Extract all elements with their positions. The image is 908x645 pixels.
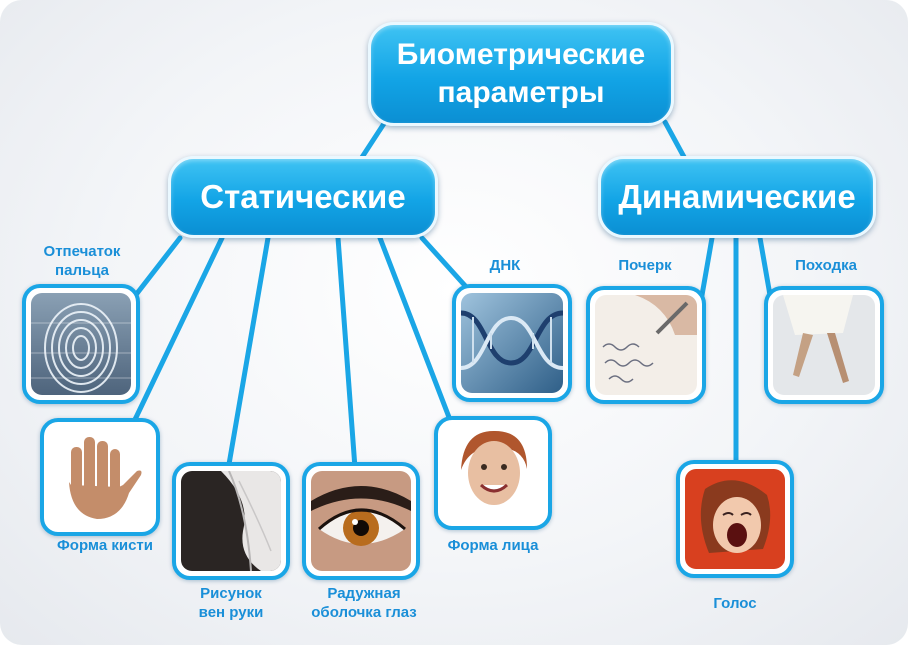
vein-pattern-icon xyxy=(181,471,281,571)
veins-label: Рисунок вен руки xyxy=(172,584,290,622)
link-static-veins xyxy=(225,235,271,473)
dna-tile xyxy=(452,284,572,402)
hand-label: Форма кисти xyxy=(57,537,153,554)
hand-tile xyxy=(40,418,160,536)
iris-label-line2: оболочка глаз xyxy=(311,604,417,621)
root-line2: параметры xyxy=(437,76,605,109)
fingerprint-icon xyxy=(31,293,131,395)
voice-icon xyxy=(685,469,785,569)
eye-icon xyxy=(311,471,411,571)
hand-icon xyxy=(49,427,151,527)
gait-label: Походка xyxy=(795,257,857,274)
dna-label: ДНК xyxy=(489,257,521,274)
dynamic-label: Динамические xyxy=(618,178,856,215)
veins-label-line2: вен руки xyxy=(198,604,264,621)
fingerprint-label-line1: Отпечаток xyxy=(43,243,121,260)
dynamic-node: Динамические xyxy=(598,156,876,238)
face-tile xyxy=(434,416,552,530)
fingerprint-label-line2: пальца xyxy=(55,262,109,279)
veins-label-line1: Рисунок xyxy=(200,585,262,602)
link-static-iris xyxy=(335,235,358,471)
iris-label: Радужная оболочка глаз xyxy=(290,584,438,622)
iris-tile xyxy=(302,462,420,580)
root-line1: Биометрические xyxy=(396,38,646,71)
static-label: Статические xyxy=(200,178,406,215)
gait-icon xyxy=(773,295,875,395)
static-node: Статические xyxy=(168,156,438,238)
link-static-face xyxy=(377,235,455,428)
face-label: Форма лица xyxy=(447,537,539,554)
veins-tile xyxy=(172,462,290,580)
handwriting-icon xyxy=(595,295,697,395)
root-node: Биометрические параметры xyxy=(368,22,674,126)
handwriting-label: Почерк xyxy=(618,257,672,274)
voice-label: Голос xyxy=(713,595,757,612)
link-static-hand xyxy=(127,235,225,433)
dna-icon xyxy=(461,293,563,393)
gait-tile xyxy=(764,286,884,404)
face-icon xyxy=(443,425,543,521)
handwriting-tile xyxy=(586,286,706,404)
iris-label-line1: Радужная xyxy=(327,585,401,602)
voice-tile xyxy=(676,460,794,578)
fingerprint-tile xyxy=(22,284,140,404)
fingerprint-label: Отпечаток пальца xyxy=(22,242,142,280)
